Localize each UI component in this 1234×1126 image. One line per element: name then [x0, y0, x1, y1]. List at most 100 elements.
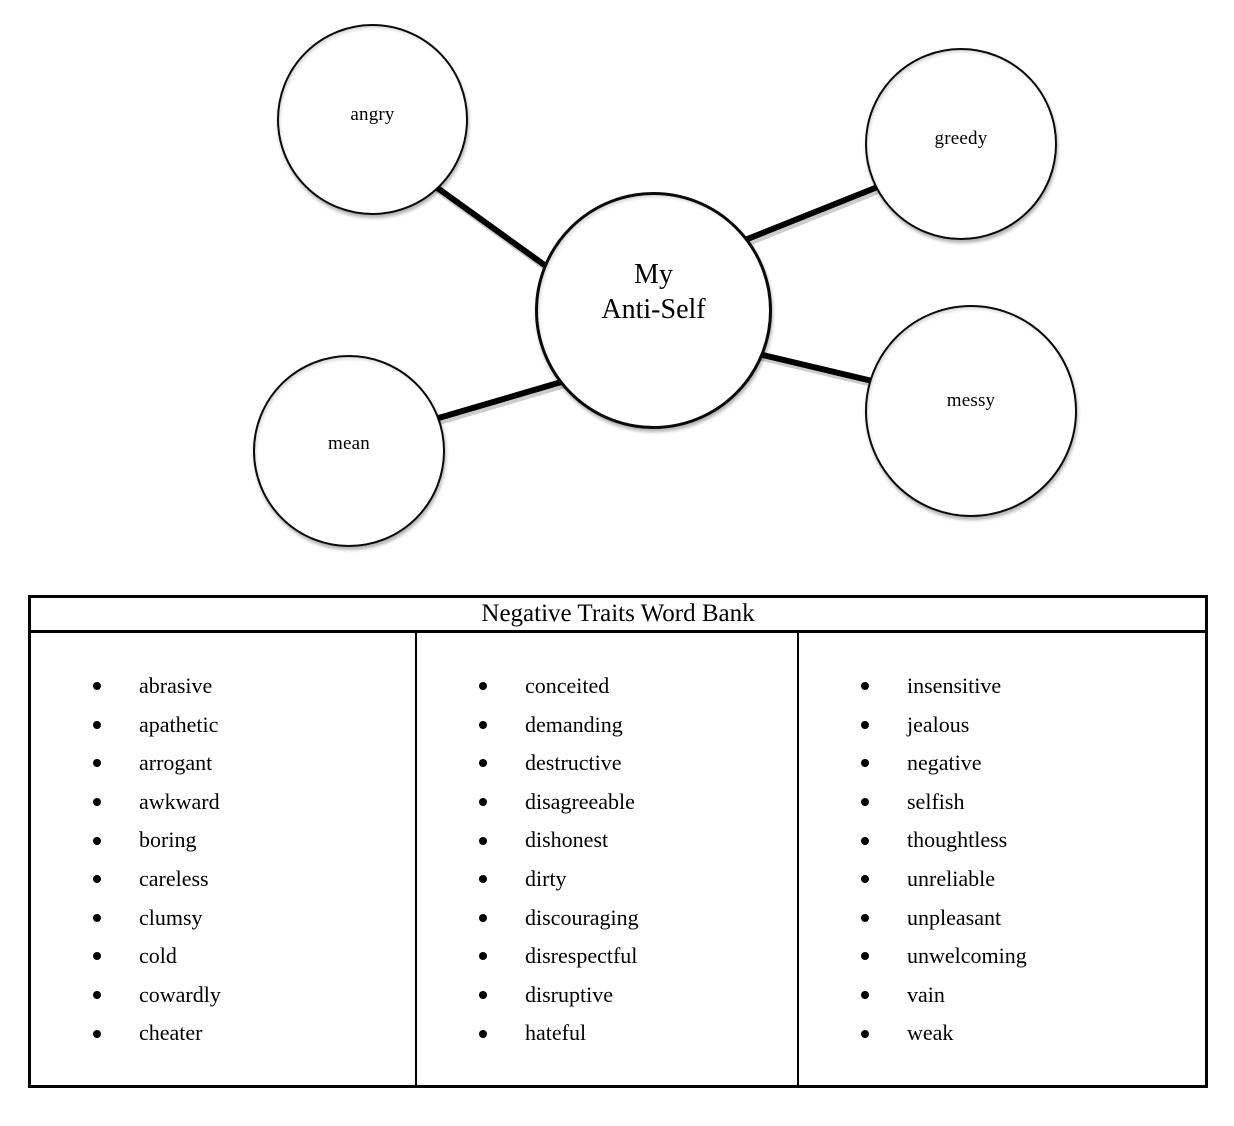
word-item: jealous	[799, 706, 1205, 745]
word-bank-column-2: conceited demanding destructive disagreeabl…	[415, 633, 799, 1085]
word-item: clumsy	[31, 899, 415, 938]
bullet-icon	[93, 759, 101, 768]
word-label: disruptive	[525, 981, 613, 1007]
bullet-icon	[861, 682, 869, 691]
word-item: cowardly	[31, 976, 415, 1015]
word-label: dirty	[525, 865, 567, 891]
word-item: dirty	[417, 860, 797, 899]
word-item: abrasive	[31, 667, 415, 706]
word-label: apathetic	[139, 711, 219, 737]
word-label: hateful	[525, 1020, 587, 1046]
word-label: arrogant	[139, 750, 213, 776]
bullet-icon	[479, 720, 487, 729]
word-label: cheater	[139, 1020, 203, 1046]
word-item: disrespectful	[417, 937, 797, 976]
word-label: weak	[907, 1020, 954, 1046]
word-item: demanding	[417, 706, 797, 745]
word-item: dishonest	[417, 821, 797, 860]
bullet-icon	[93, 720, 101, 729]
word-item: insensitive	[799, 667, 1205, 706]
word-item: cold	[31, 937, 415, 976]
bubble-mean-label: mean	[328, 432, 370, 454]
bullet-icon	[93, 991, 101, 1000]
word-label: negative	[907, 750, 982, 776]
bullet-icon	[479, 952, 487, 961]
bullet-icon	[479, 836, 487, 845]
word-label: unreliable	[907, 865, 995, 891]
word-label: demanding	[525, 711, 623, 737]
center-label-line2: Anti-Self	[601, 293, 706, 325]
bullet-icon	[861, 798, 869, 807]
bubble-center-label: My Anti-Self	[601, 257, 705, 327]
bullet-icon	[93, 836, 101, 845]
word-bank-title: Negative Traits Word Bank	[481, 600, 755, 627]
word-item: disagreeable	[417, 783, 797, 822]
bullet-icon	[93, 875, 101, 884]
word-item: weak	[799, 1014, 1205, 1053]
word-item: thoughtless	[799, 821, 1205, 860]
bullet-icon	[93, 798, 101, 807]
word-label: clumsy	[139, 904, 203, 930]
word-label: conceited	[525, 673, 610, 698]
word-label: thoughtless	[907, 827, 1008, 853]
word-label: awkward	[139, 788, 220, 814]
word-label: discouraging	[525, 904, 639, 930]
word-label: vain	[907, 981, 945, 1007]
word-item: unpleasant	[799, 899, 1205, 938]
bullet-icon	[479, 913, 487, 922]
bullet-icon	[861, 913, 869, 922]
bubble-angry-label: angry	[350, 104, 395, 125]
bullet-icon	[479, 1029, 487, 1038]
word-label: insensitive	[907, 673, 1002, 698]
word-item: disruptive	[417, 976, 797, 1015]
word-label: boring	[139, 827, 197, 853]
bullet-icon	[93, 952, 101, 961]
connector-mean-center	[424, 375, 576, 425]
bullet-icon	[861, 720, 869, 729]
word-item: destructive	[417, 744, 797, 783]
bubble-angry: angry	[277, 24, 468, 215]
bullet-icon	[479, 759, 487, 768]
bullet-icon	[861, 1029, 869, 1038]
bullet-icon	[861, 991, 869, 1000]
bullet-icon	[861, 875, 869, 884]
word-item: conceited	[417, 667, 797, 706]
bubble-greedy-label: greedy	[934, 127, 988, 149]
bubble-greedy: greedy	[865, 48, 1057, 240]
center-label-line1: My	[634, 258, 673, 290]
word-label: abrasive	[139, 673, 213, 698]
bubble-messy: messy	[865, 305, 1077, 517]
word-item: careless	[31, 860, 415, 899]
word-label: careless	[139, 865, 209, 891]
bubble-center: My Anti-Self	[535, 192, 772, 429]
bullet-icon	[479, 991, 487, 1000]
word-item: unreliable	[799, 860, 1205, 899]
word-label: selfish	[907, 788, 965, 814]
word-bank-column-1: abrasive apathetic arrogant awkward boring ca…	[31, 633, 415, 1085]
bullet-icon	[861, 952, 869, 961]
bubble-mean: mean	[253, 355, 445, 547]
word-item: negative	[799, 744, 1205, 783]
bullet-icon	[93, 1029, 101, 1038]
word-bank-header-row: Negative Traits Word Bank	[31, 598, 1205, 633]
word-label: unwelcoming	[907, 943, 1027, 969]
word-label: destructive	[525, 750, 622, 776]
word-item: cheater	[31, 1014, 415, 1053]
bullet-icon	[93, 913, 101, 922]
word-item: awkward	[31, 783, 415, 822]
bullet-icon	[861, 759, 869, 768]
word-label: cold	[139, 943, 177, 969]
word-label: dishonest	[525, 827, 609, 853]
bullet-icon	[93, 682, 101, 691]
word-label: unpleasant	[907, 904, 1002, 930]
word-label: disagreeable	[525, 788, 635, 814]
connector-messy-center	[749, 349, 886, 387]
word-label: disrespectful	[525, 943, 638, 969]
word-bank-body: abrasive apathetic arrogant awkward boring ca…	[31, 633, 1205, 1085]
bullet-icon	[479, 682, 487, 691]
word-bank-column-3: insensitive jealous negative selfish thought…	[799, 633, 1205, 1085]
bubble-messy-label: messy	[946, 389, 996, 411]
word-item: selfish	[799, 783, 1205, 822]
word-item: vain	[799, 976, 1205, 1015]
